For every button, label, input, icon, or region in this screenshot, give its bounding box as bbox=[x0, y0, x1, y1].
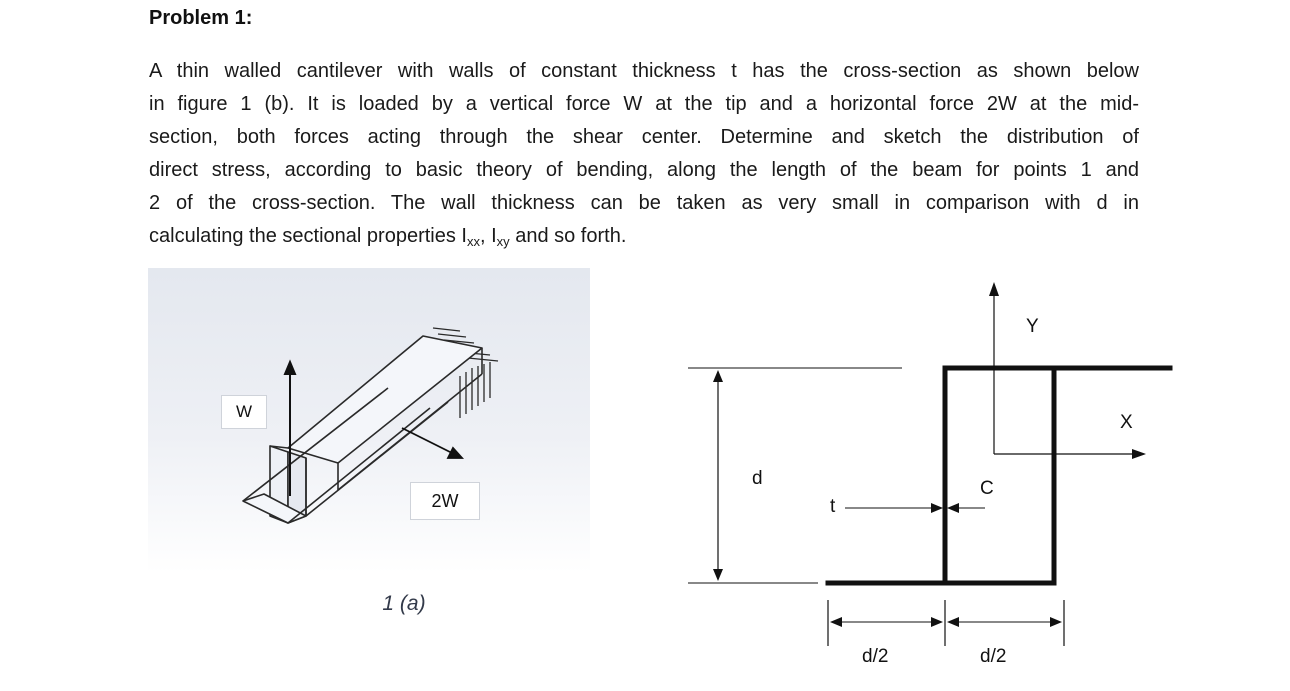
subscript-xy: xy bbox=[496, 234, 510, 249]
force-2w-label: 2W bbox=[410, 482, 480, 520]
d-arrow-bottom bbox=[713, 569, 723, 581]
t-arrow-left bbox=[931, 503, 943, 513]
statement-line-6-start: calculating the sectional properties I bbox=[149, 225, 467, 247]
x-axis-arrowhead bbox=[1132, 449, 1146, 459]
t-arrow-right bbox=[947, 503, 959, 513]
force-w-label: W bbox=[221, 395, 267, 429]
dim-arrow-3 bbox=[947, 617, 959, 627]
problem-heading: Problem 1: bbox=[149, 7, 253, 29]
y-axis-arrowhead bbox=[989, 282, 999, 296]
dim-arrow-2 bbox=[931, 617, 943, 627]
statement-line-3: section, both forces acting through the … bbox=[149, 126, 1139, 148]
force-2w-arrow bbox=[401, 427, 465, 459]
statement-line-1: A thin walled cantilever with walls of c… bbox=[149, 60, 1139, 82]
statement-line-6-end: and so forth. bbox=[509, 225, 627, 247]
figure-1b-cross-section: Y X d C t d/2 d/2 bbox=[640, 270, 1280, 685]
statement-line-6: calculating the sectional properties Ixx… bbox=[149, 220, 1139, 258]
statement-line-2: in figure 1 (b). It is loaded by a verti… bbox=[149, 93, 1139, 115]
subscript-xx: xx bbox=[466, 234, 480, 249]
problem-statement: A thin walled cantilever with walls of c… bbox=[149, 55, 1139, 258]
statement-line-5: 2 of the cross-section. The wall thickne… bbox=[149, 192, 1139, 214]
figure-1a-isometric-beam: W 2W bbox=[148, 268, 590, 573]
figure-1a-caption: 1 (a) bbox=[382, 592, 426, 615]
statement-separator: , I bbox=[479, 225, 497, 247]
thickness-label: t bbox=[830, 496, 836, 517]
support-hatch-side bbox=[459, 362, 491, 418]
figure-1a-drawing bbox=[242, 327, 499, 524]
dimension-d-label: d bbox=[752, 468, 763, 489]
dim-arrow-1 bbox=[830, 617, 842, 627]
shear-center-label: C bbox=[980, 478, 994, 499]
figure-1b-drawing bbox=[688, 282, 1173, 646]
d-arrow-top bbox=[713, 370, 723, 382]
y-axis-label: Y bbox=[1026, 316, 1039, 337]
force-w-arrow bbox=[283, 359, 297, 496]
section-walls bbox=[825, 365, 1173, 586]
statement-line-4: direct stress, according to basic theory… bbox=[149, 159, 1139, 181]
dim-half-right-label: d/2 bbox=[980, 646, 1007, 667]
dim-arrow-4 bbox=[1050, 617, 1062, 627]
dim-half-left-label: d/2 bbox=[862, 646, 889, 667]
x-axis-label: X bbox=[1120, 412, 1133, 433]
